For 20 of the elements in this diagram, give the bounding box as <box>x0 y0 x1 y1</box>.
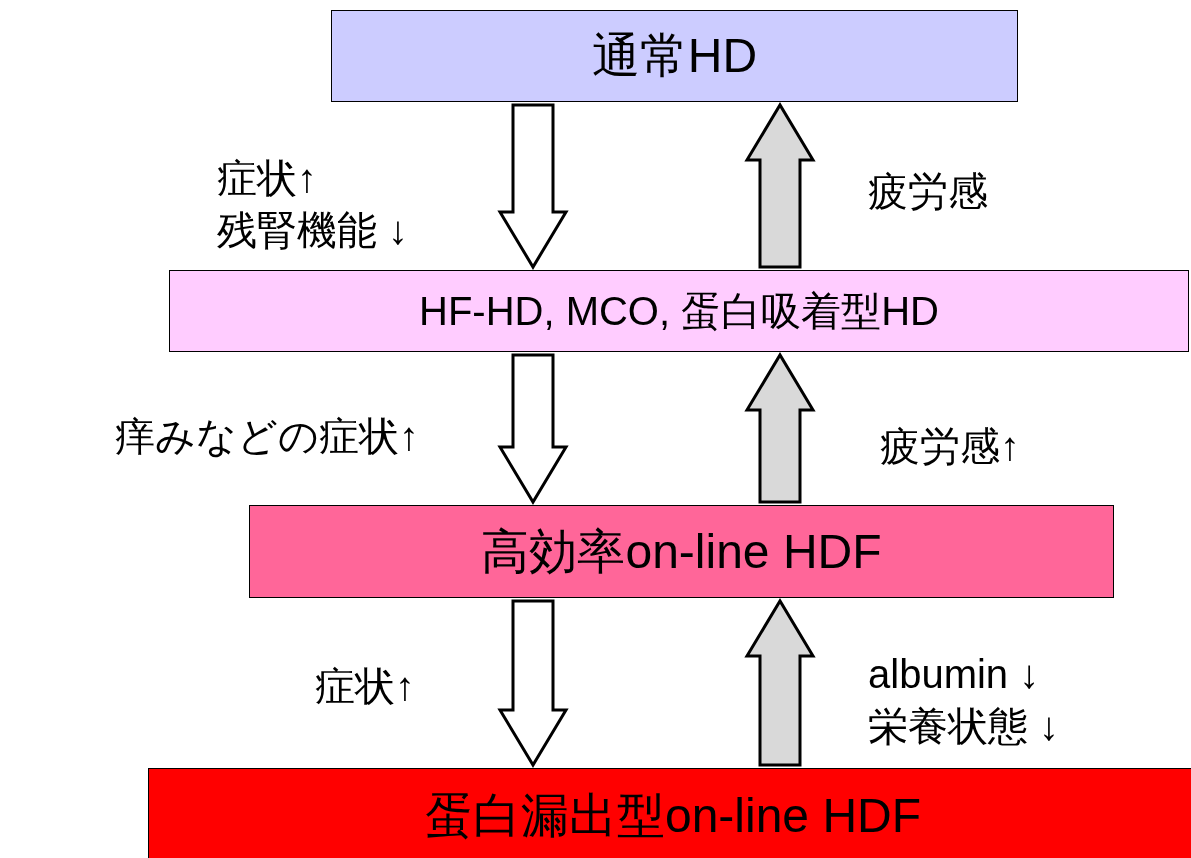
edge-label: 疲労感↑ <box>880 423 1020 470</box>
block-arrow <box>744 598 816 767</box>
block-arrow <box>497 353 569 505</box>
edge-label: 症状↑ <box>315 663 415 710</box>
block-arrow <box>497 103 569 270</box>
process-box <box>331 10 1018 102</box>
edge-label: albumin ↓ 栄養状態 ↓ <box>868 651 1061 750</box>
edge-label: 疲労感 <box>868 168 988 215</box>
box-label: 通常HD <box>591 28 758 84</box>
box-label: HF-HD, MCO, 蛋白吸着型HD <box>419 287 939 335</box>
process-box <box>148 768 1191 858</box>
block-arrow <box>497 599 569 768</box>
edge-label: 症状↑ 残腎機能 ↓ <box>217 155 410 254</box>
box-label: 蛋白漏出型on-line HDF <box>424 787 922 844</box>
block-arrow <box>744 102 816 269</box>
block-arrow <box>744 352 816 504</box>
process-box <box>169 270 1189 352</box>
edge-label: 痒みなどの症状↑ <box>115 413 419 460</box>
process-box <box>249 505 1114 598</box>
box-label: 高効率on-line HDF <box>481 523 882 580</box>
